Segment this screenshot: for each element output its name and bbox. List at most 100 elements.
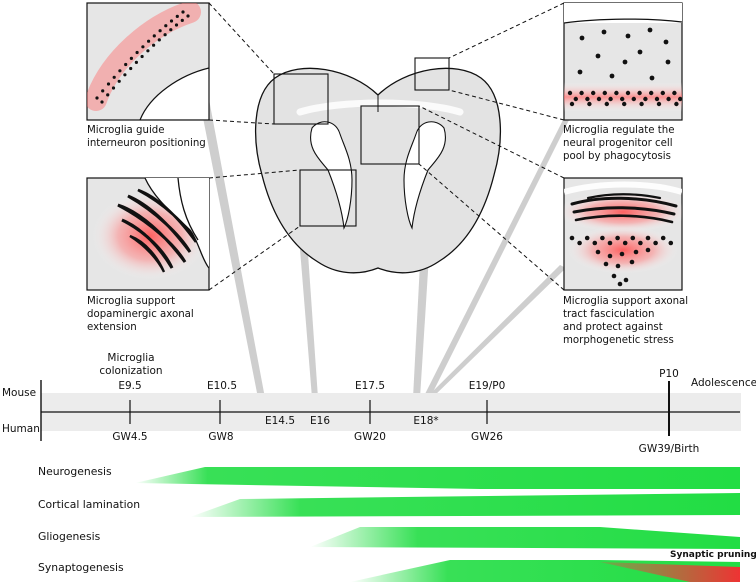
caption-dopaminergic: Microglia support dopaminergic axonal ex… <box>87 295 194 334</box>
cell-dot <box>124 62 128 67</box>
caption-interneuron-text: Microglia guide interneuron positioning <box>87 125 206 149</box>
cell-dot <box>123 73 127 77</box>
cell-dot <box>152 43 156 47</box>
cell-dot <box>592 240 598 246</box>
cell-dot <box>164 24 168 28</box>
cell-dot <box>637 90 642 96</box>
roi-box-fasciculation <box>360 105 420 165</box>
cell-dot <box>645 235 651 241</box>
cell-dot <box>95 96 99 100</box>
cell-dot <box>152 34 156 38</box>
cell-dot <box>660 235 666 241</box>
cell-dot <box>668 240 674 246</box>
cell-dot <box>112 75 116 79</box>
cell-dot <box>653 240 658 246</box>
cell-dot <box>620 96 625 102</box>
caption-progenitor: Microglia regulate the neural progenitor… <box>563 124 674 163</box>
species-mouse: Mouse <box>2 387 37 399</box>
roi-box-dopaminergic <box>299 169 357 227</box>
bar-pruning <box>600 562 740 582</box>
cell-dot <box>591 90 596 96</box>
cell-dot <box>129 66 133 71</box>
roi-box-interneuron <box>273 73 329 125</box>
cell-dot <box>631 96 636 102</box>
cell-dot <box>643 96 648 102</box>
ventricle-right <box>403 121 446 230</box>
cell-dot <box>608 96 613 102</box>
roi-box-progenitor <box>414 57 450 91</box>
cell-dot <box>622 240 628 246</box>
cell-dot <box>615 263 621 269</box>
cell-dot <box>663 39 669 45</box>
mouse-tick-0: E9.5 <box>118 380 142 392</box>
cell-dot <box>180 18 184 22</box>
mouse-tick-4: P10 <box>659 368 679 380</box>
cell-dot <box>567 90 573 96</box>
mid-tick-1: E16 <box>310 415 330 427</box>
progenitor-dots <box>567 27 683 107</box>
cell-dot <box>656 101 662 107</box>
cell-dot <box>169 19 174 23</box>
cell-dot <box>611 273 617 279</box>
cell-dot <box>607 240 613 246</box>
white-matter-band <box>296 99 464 116</box>
cell-dot <box>163 33 167 37</box>
cell-dot <box>629 259 635 265</box>
cell-dot <box>614 90 619 96</box>
process-label-neurogenesis: Neurogenesis <box>38 465 112 478</box>
cell-dot <box>623 277 629 283</box>
cell-dot <box>579 35 585 41</box>
cell-dot <box>146 49 150 53</box>
cell-dot <box>625 33 631 39</box>
caption-dopaminergic-text: Microglia support dopaminergic axonal ex… <box>87 296 194 333</box>
cell-dot <box>100 100 104 104</box>
cell-dot <box>140 54 144 59</box>
mouse-tick-1: E10.5 <box>206 380 238 392</box>
cell-dot <box>660 90 665 96</box>
dashed-connectors <box>208 2 565 291</box>
label-synaptic-pruning: Synaptic pruning <box>670 550 756 560</box>
caption-fasciculation: Microglia support axonal tract fascicula… <box>563 295 688 347</box>
cell-dot <box>117 79 121 83</box>
process-bars <box>135 467 740 582</box>
human-tick-0: GW4.5 <box>112 431 148 443</box>
cell-dot <box>630 235 636 241</box>
cell-dot <box>601 29 607 35</box>
cell-dot <box>181 10 185 14</box>
cell-dot <box>617 281 623 287</box>
cell-dot <box>106 93 110 97</box>
cell-dot <box>649 75 655 81</box>
panel-fasciculation <box>563 177 683 291</box>
cell-dot <box>579 90 584 96</box>
cell-dot <box>106 82 111 86</box>
human-tick-4: GW39/Birth <box>638 443 700 455</box>
cell-dot <box>174 23 179 27</box>
cell-dot <box>665 59 671 65</box>
cell-dot <box>141 45 145 49</box>
brain-section <box>255 57 501 274</box>
cell-dot <box>609 73 615 79</box>
cell-dot <box>587 101 592 107</box>
bar-gliogenesis <box>310 527 740 549</box>
cell-dot <box>622 59 628 65</box>
cell-dot <box>647 27 653 33</box>
cell-dot <box>134 60 138 64</box>
cell-dot <box>577 69 583 75</box>
cell-dot <box>186 14 190 18</box>
cell-dot <box>674 101 679 107</box>
mid-tick-2: E18* <box>413 415 439 427</box>
panel-dopaminergic <box>86 177 210 291</box>
cell-dot <box>595 53 601 59</box>
cell-dot <box>654 96 660 102</box>
cell-dot <box>615 235 620 241</box>
cell-dot <box>111 86 116 90</box>
cell-dot <box>603 261 609 267</box>
cell-dot <box>585 96 590 102</box>
cell-dot <box>569 235 575 241</box>
cell-dot <box>135 50 139 55</box>
cell-dot <box>175 14 179 18</box>
dopaminergic-axons <box>117 188 198 273</box>
interneuron-dots <box>95 10 190 104</box>
cell-dot <box>607 253 613 259</box>
